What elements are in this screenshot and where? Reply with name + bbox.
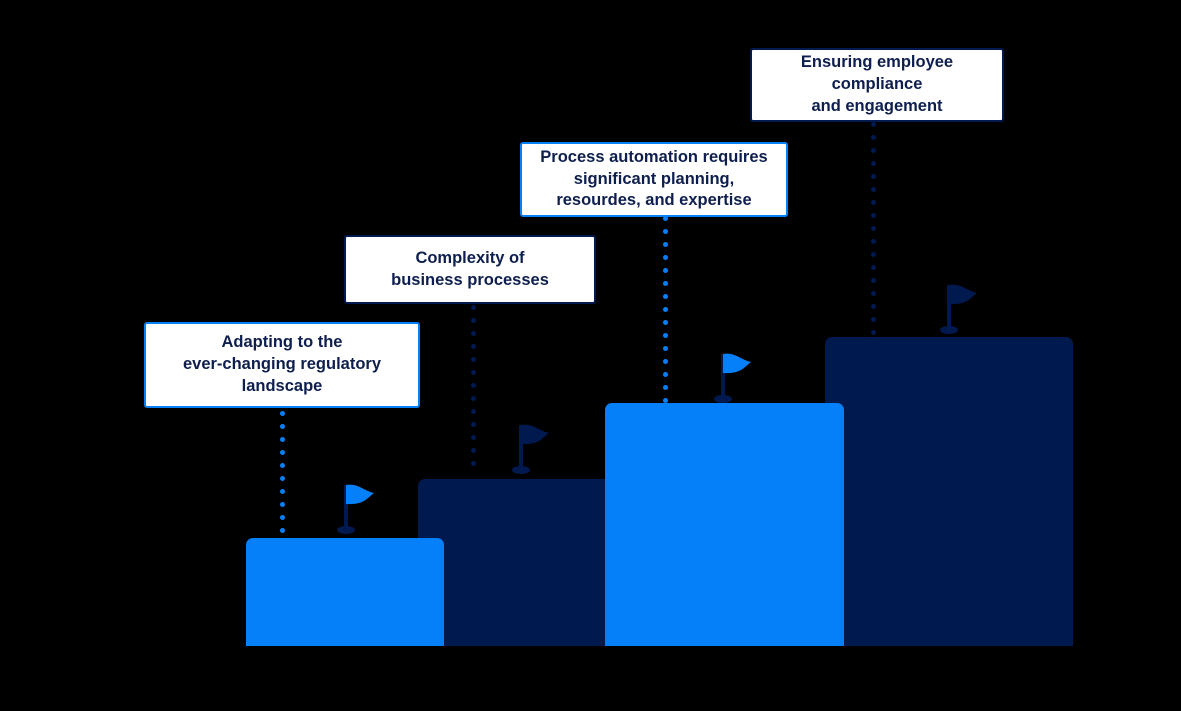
connector-dot [280, 463, 285, 468]
connector-dot [871, 239, 876, 244]
connector-dot [280, 489, 285, 494]
connector-dot [663, 268, 668, 273]
connector-dot [663, 320, 668, 325]
connector-dot [663, 242, 668, 247]
connector-dot [871, 278, 876, 283]
flag-icon-2 [509, 419, 555, 475]
step-bar-3 [605, 403, 844, 646]
connector-dot [871, 187, 876, 192]
connector-dot [663, 385, 668, 390]
connector-dot [871, 291, 876, 296]
connector-dot [471, 396, 476, 401]
connector-dot [471, 435, 476, 440]
connector-dot [871, 122, 876, 127]
connector-line-2 [471, 305, 476, 477]
connector-dot [280, 424, 285, 429]
connector-dot [471, 331, 476, 336]
step-bar-4 [825, 337, 1073, 646]
connector-dot [280, 528, 285, 533]
connector-dot [471, 409, 476, 414]
connector-dot [871, 226, 876, 231]
connector-dot [471, 461, 476, 466]
callout-text-4: Ensuring employee compliance and engagem… [800, 53, 954, 115]
connector-dot [471, 357, 476, 362]
connector-dot [280, 502, 285, 507]
connector-dot [280, 437, 285, 442]
connector-dot [871, 265, 876, 270]
connector-dot [471, 422, 476, 427]
connector-dot [663, 333, 668, 338]
callout-text-2: Complexity of business processes [391, 248, 549, 289]
callout-box-4[interactable]: Ensuring employee compliance and engagem… [750, 48, 1004, 122]
connector-dot [663, 216, 668, 221]
connector-dot [871, 252, 876, 257]
connector-dot [663, 398, 668, 403]
callout-text-3: Process automation requires significant … [540, 147, 768, 210]
step-bar-2 [418, 479, 623, 646]
callout-box-3[interactable]: Process automation requires significant … [520, 142, 788, 217]
connector-line-1 [280, 411, 285, 539]
connector-dot [663, 281, 668, 286]
callout-box-2[interactable]: Complexity of business processes [344, 235, 596, 304]
connector-dot [871, 161, 876, 166]
connector-dot [471, 383, 476, 388]
connector-dot [280, 515, 285, 520]
connector-dot [663, 294, 668, 299]
flag-icon-1 [334, 479, 380, 535]
connector-dot [871, 343, 876, 348]
connector-dot [871, 200, 876, 205]
connector-dot [280, 476, 285, 481]
connector-dot [471, 318, 476, 323]
connector-dot [871, 213, 876, 218]
connector-line-3 [663, 216, 668, 403]
connector-dot [871, 148, 876, 153]
connector-dot [471, 344, 476, 349]
connector-dot [663, 255, 668, 260]
connector-dot [871, 135, 876, 140]
connector-dot [471, 448, 476, 453]
callout-text-1: Adapting to the ever-changing regulatory… [182, 333, 382, 395]
connector-dot [663, 372, 668, 377]
connector-dot [871, 330, 876, 335]
connector-dot [871, 174, 876, 179]
connector-line-4 [871, 122, 876, 348]
flag-icon-4 [937, 279, 983, 335]
connector-dot [663, 307, 668, 312]
connector-dot [871, 304, 876, 309]
step-bar-1 [246, 538, 444, 646]
flag-icon-3 [711, 348, 757, 404]
connector-dot [871, 317, 876, 322]
connector-dot [663, 229, 668, 234]
connector-dot [663, 359, 668, 364]
callout-box-1[interactable]: Adapting to the ever-changing regulatory… [144, 322, 420, 408]
connector-dot [663, 346, 668, 351]
connector-dot [471, 370, 476, 375]
connector-dot [280, 411, 285, 416]
connector-dot [471, 305, 476, 310]
connector-dot [280, 450, 285, 455]
